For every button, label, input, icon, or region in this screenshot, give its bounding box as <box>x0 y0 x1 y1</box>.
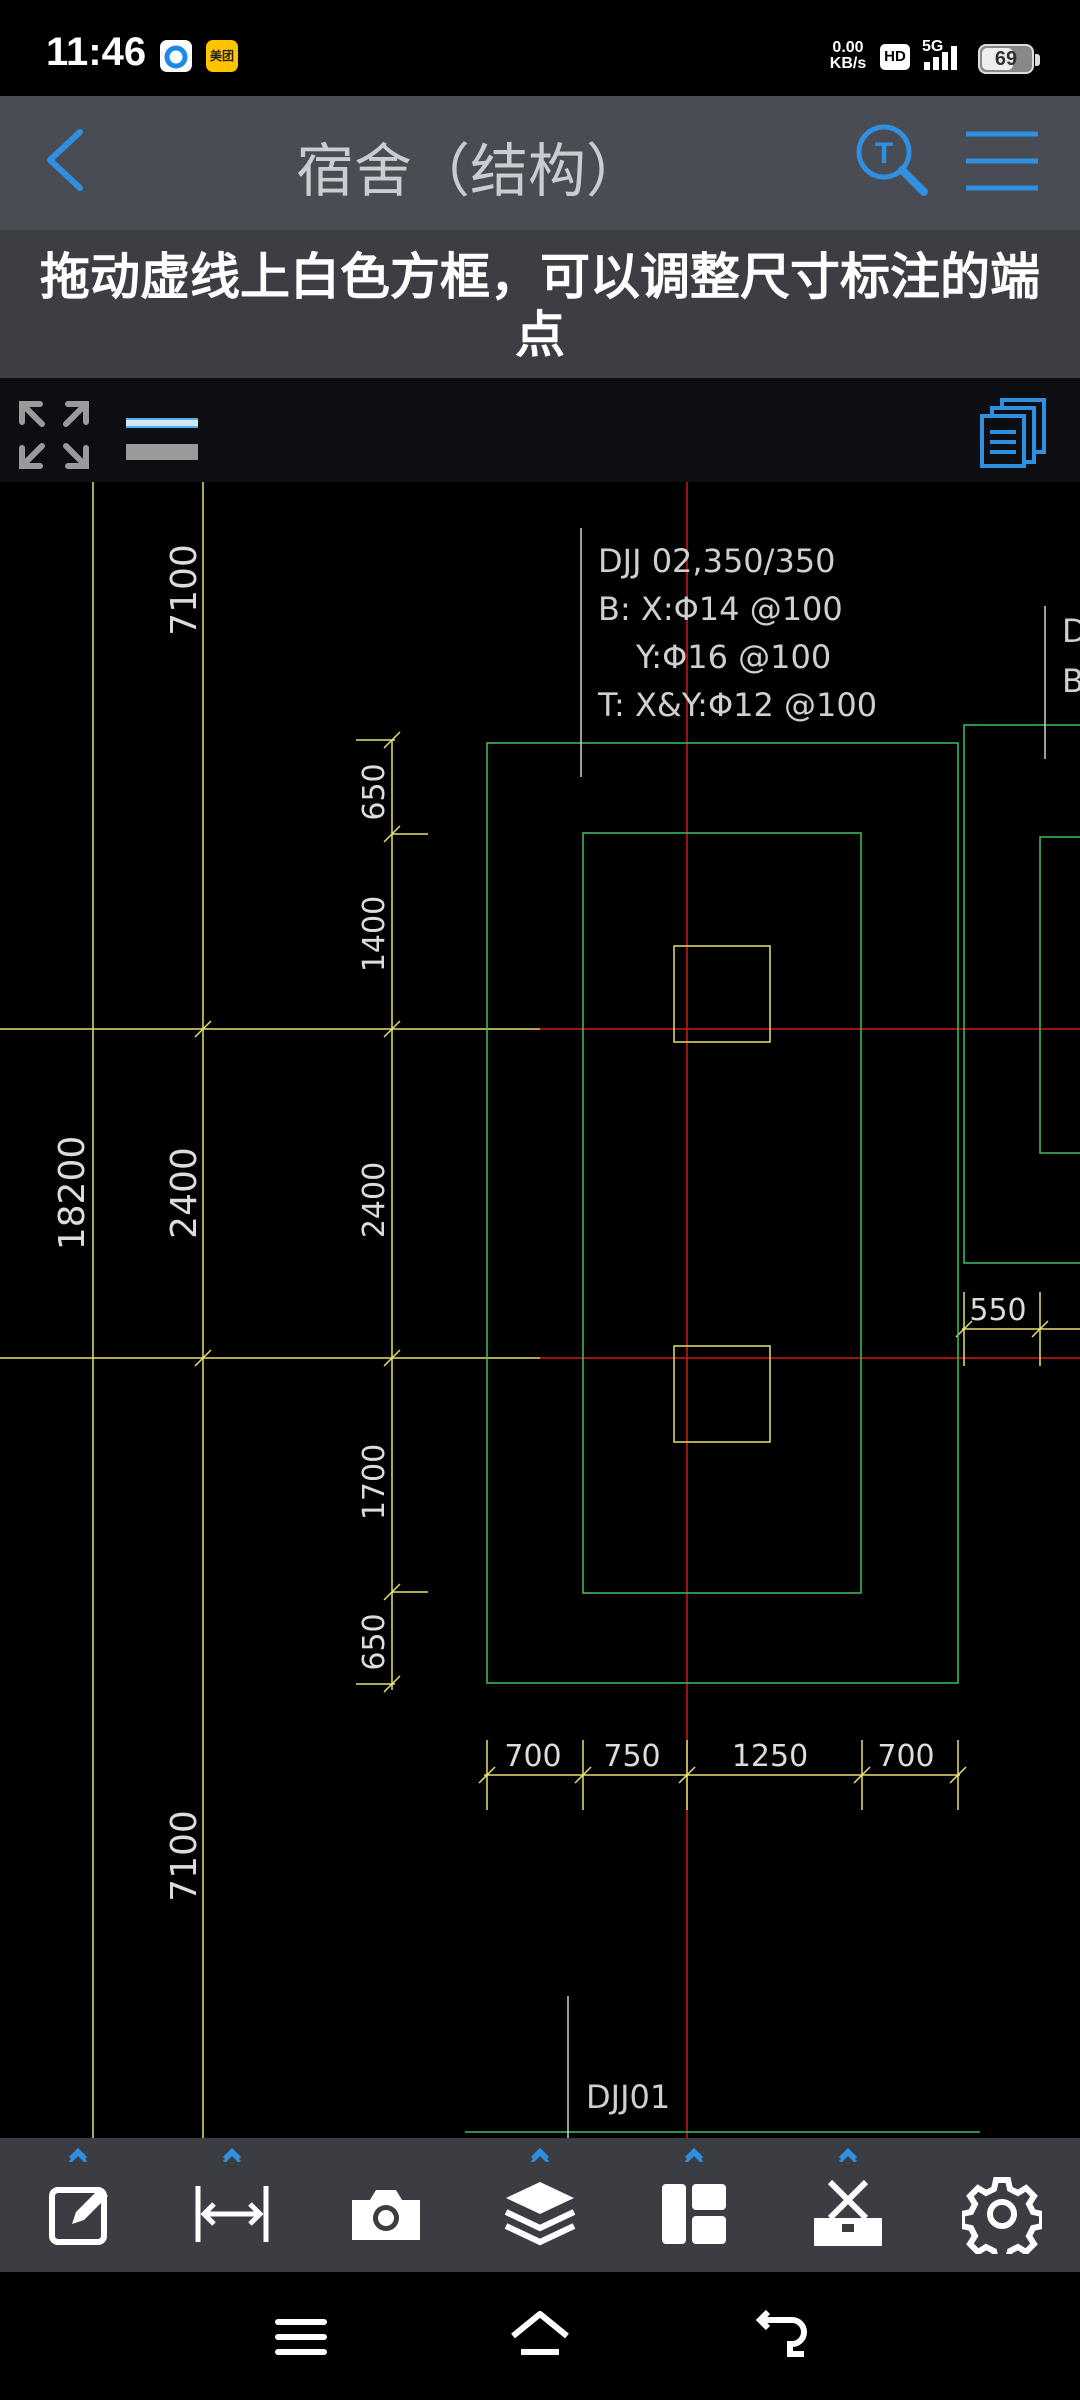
footing-label-right: B <box>1062 662 1080 700</box>
layout-panels-icon <box>662 2184 726 2244</box>
meituan-label: 美团 <box>209 49 234 63</box>
toolbox-tool[interactable] <box>788 2138 908 2272</box>
cad-drawing[interactable]: DJJ 02,350/350 B: X:Φ14 @100 Y:Φ16 @100 … <box>0 378 1080 2138</box>
dim-text: 1250 <box>732 1739 808 1774</box>
blue-cloud-app-icon <box>160 40 192 72</box>
dim-text: 700 <box>877 1739 934 1774</box>
dim-text: 650 <box>357 1613 392 1670</box>
footing-outline <box>486 742 959 1684</box>
footing-label-right: D <box>1062 612 1080 650</box>
footing-label-line: DJJ 02,350/350 <box>598 542 836 580</box>
expand-up-icon <box>68 2147 88 2162</box>
system-navigation-bar <box>0 2272 1080 2400</box>
system-back-button[interactable] <box>746 2302 816 2372</box>
home-icon <box>511 2311 569 2355</box>
fullscreen-button[interactable] <box>16 398 92 472</box>
home-button[interactable] <box>505 2302 575 2372</box>
layer-toggle-icon <box>126 418 198 460</box>
svg-text:T: T <box>875 137 893 170</box>
dim-text: 2400 <box>164 1147 205 1239</box>
dim-text: 650 <box>357 763 392 820</box>
dim-text: 750 <box>603 1739 660 1774</box>
footing-label-line: T: X&Y:Φ12 @100 <box>597 686 877 724</box>
camera-icon <box>352 2190 420 2240</box>
expand-arrows-icon <box>19 401 89 469</box>
expand-up-icon <box>684 2147 704 2162</box>
dim-text: 550 <box>969 1293 1026 1328</box>
net-speed-value: 0.00 <box>832 39 864 56</box>
dim-text: 1700 <box>357 1444 392 1520</box>
footing-label-line: B: X:Φ14 @100 <box>598 590 843 628</box>
net-speed: 0.00 KB/s <box>820 40 876 72</box>
status-bar: 11:46 美团 0.00 KB/s HD 5G 69 <box>0 0 1080 96</box>
meituan-app-icon: 美团 <box>206 40 238 72</box>
recent-apps-icon <box>275 2319 327 2355</box>
tip-banner: 拖动虚线上白色方框，可以调整尺寸标注的端点 <box>0 230 1080 378</box>
toolbox-icon <box>814 2179 882 2246</box>
network-label: 5G <box>922 38 944 55</box>
back-button[interactable] <box>30 120 110 200</box>
settings-tool[interactable] <box>942 2138 1062 2272</box>
layout-tool[interactable] <box>634 2138 754 2272</box>
status-time: 11:46 <box>46 30 147 74</box>
hamburger-menu-icon <box>966 131 1038 191</box>
search-button[interactable]: T <box>854 122 930 198</box>
bottom-toolbar <box>0 2138 1080 2272</box>
dim-text: 7100 <box>164 544 205 636</box>
page-title: 宿舍（结构） <box>295 139 644 204</box>
battery-indicator: 69 <box>978 44 1040 74</box>
annotate-tool[interactable] <box>18 2138 138 2272</box>
text-search-icon: T <box>856 124 928 196</box>
signal-icon: 5G <box>920 38 970 74</box>
menu-button[interactable] <box>962 126 1042 196</box>
footing-inner-outline <box>582 832 862 1594</box>
dim-text: 7100 <box>164 1810 205 1902</box>
back-icon <box>755 2309 807 2357</box>
net-speed-unit: KB/s <box>829 55 867 72</box>
gear-icon <box>962 2177 1042 2254</box>
measure-tool[interactable] <box>172 2138 292 2272</box>
expand-up-icon <box>530 2147 550 2162</box>
drawing-sheets-button[interactable] <box>978 396 1050 470</box>
dim-text: 700 <box>504 1739 561 1774</box>
footing-label-line: Y:Φ16 @100 <box>635 638 831 676</box>
recent-apps-button[interactable] <box>266 2302 336 2372</box>
layers-tool[interactable] <box>480 2138 600 2272</box>
chevron-left-icon <box>47 129 83 191</box>
app-header: 宿舍（结构） T <box>0 96 1080 230</box>
expand-up-icon <box>838 2147 858 2162</box>
hd-badge: HD <box>880 44 910 70</box>
edit-note-icon <box>49 2187 108 2245</box>
footing-label-lower: DJJ01 <box>586 2078 670 2116</box>
dim-text: 18200 <box>52 1136 93 1251</box>
drawing-sheets-icon <box>980 398 1046 468</box>
dimension-measure-icon <box>195 2186 269 2242</box>
dim-text: 1400 <box>357 896 392 972</box>
layers-icon <box>504 2182 576 2246</box>
drawing-canvas[interactable]: DJJ 02,350/350 B: X:Φ14 @100 Y:Φ16 @100 … <box>0 378 1080 2138</box>
screenshot-tool[interactable] <box>326 2138 446 2272</box>
dim-text: 2400 <box>357 1162 392 1238</box>
layer-toggle-button[interactable] <box>118 402 202 466</box>
battery-level: 69 <box>994 48 1018 70</box>
canvas-toolbar <box>0 378 1080 482</box>
expand-up-icon <box>222 2147 242 2162</box>
